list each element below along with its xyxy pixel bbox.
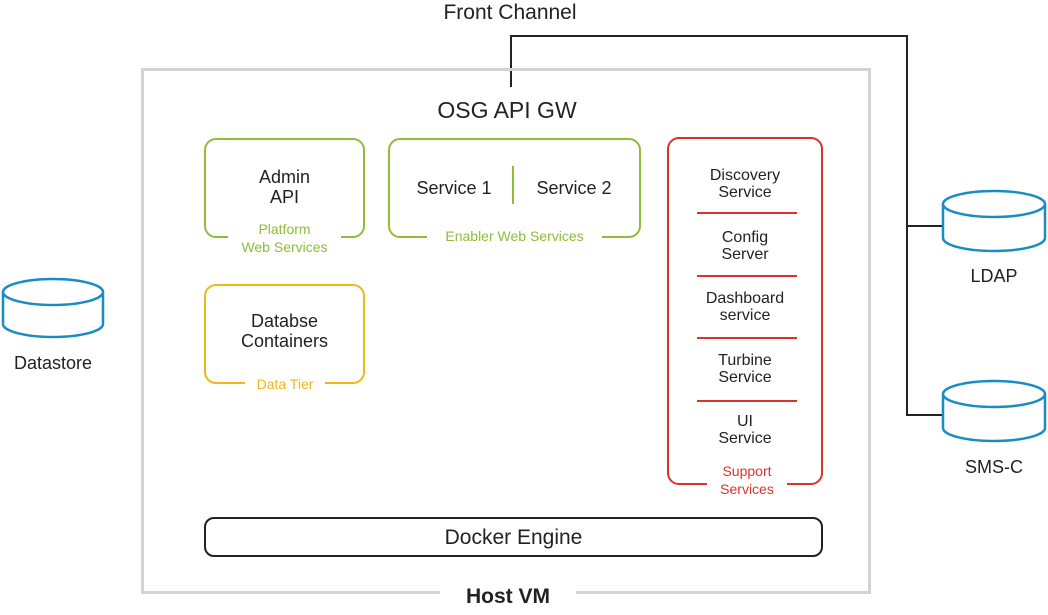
discovery-line2: Service [718,184,772,201]
platform-tag-line2: Web Services [241,239,328,255]
front-channel-label: Front Channel [443,1,577,24]
support-divider-2 [697,275,797,277]
docker-engine-label: Docker Engine [444,526,583,549]
gateway-title: OSG API GW [437,97,577,123]
ldap-cylinder-icon [941,189,1047,253]
support-divider-1 [697,212,797,214]
platform-web-services-tag: Platform Web Services [228,220,341,256]
discovery-line1: Discovery [709,167,781,184]
database-line2: Containers [240,331,329,351]
support-divider-3 [697,337,797,339]
ui-line2: Service [718,430,772,447]
host-vm-label: Host VM [440,584,576,610]
dashboard-line1: Dashboard [705,290,785,307]
admin-api-line2: API [269,187,299,207]
service-1-label: Service 1 [416,178,492,198]
admin-api-line1: Admin [258,167,311,187]
front-channel-line [510,35,944,416]
support-item-turbine: Turbine Service [669,352,821,386]
database-line1: Databse [250,311,319,331]
support-services-box: Discovery Service Config Server Dashboar… [667,137,823,498]
datastore-cylinder-icon [1,277,105,339]
support-item-ui: UI Service [669,413,821,447]
turbine-line1: Turbine [718,352,772,369]
support-tag-line2: Services [720,481,774,497]
datastore-label: Datastore [13,353,93,373]
admin-api-box: Admin API Platform Web Services [204,138,365,256]
ldap-label: LDAP [970,266,1018,286]
data-tier-tag: Data Tier [245,375,325,393]
support-divider-4 [697,400,797,402]
enabler-web-services-box: Service 1 Service 2 Enabler Web Services [388,138,641,245]
smsc-label: SMS-C [965,457,1023,477]
ui-line1: UI [737,413,753,430]
config-line2: Server [721,246,769,263]
support-item-config: Config Server [669,229,821,263]
dashboard-line2: service [719,307,771,324]
database-containers-box: Databse Containers Data Tier [204,284,365,393]
service-divider [512,166,514,204]
docker-engine-bar: Docker Engine [204,517,823,557]
support-item-discovery: Discovery Service [669,167,821,201]
platform-tag-line1: Platform [258,221,311,237]
config-line1: Config [721,229,769,246]
smsc-cylinder-icon [941,379,1047,443]
support-tag-line1: Support [722,463,772,479]
service-2-label: Service 2 [536,178,612,198]
turbine-line2: Service [718,369,772,386]
enabler-web-services-tag: Enabler Web Services [427,227,602,245]
support-services-tag: Support Services [707,462,787,498]
support-item-dashboard: Dashboard service [669,290,821,324]
